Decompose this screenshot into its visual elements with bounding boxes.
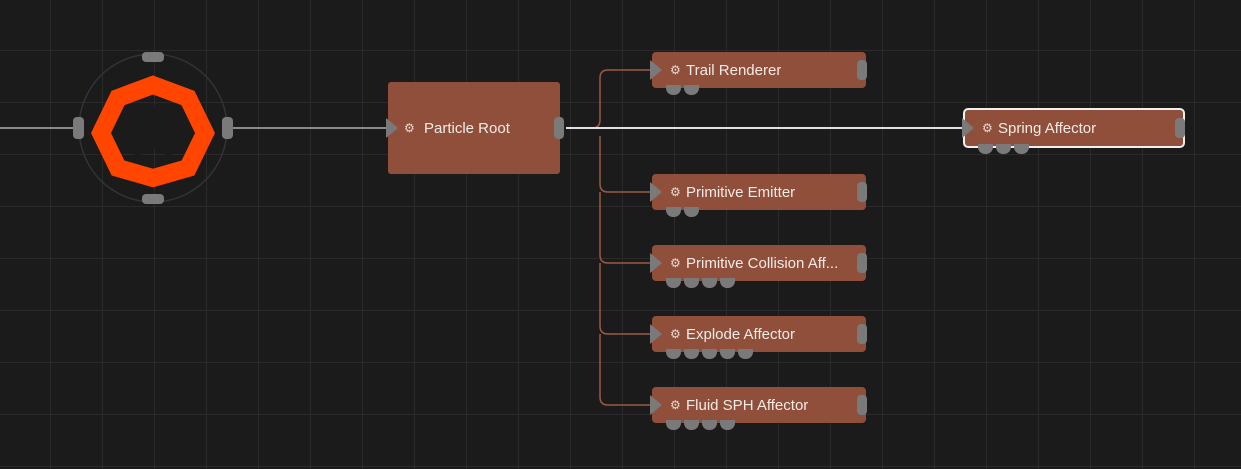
root-output-port[interactable] <box>554 117 564 139</box>
primitive-collision-node[interactable]: ⚙ Primitive Collision Aff... <box>650 245 867 288</box>
explode-affector-node[interactable]: ⚙ Explode Affector <box>650 316 867 359</box>
output-port[interactable] <box>857 253 867 273</box>
slot[interactable] <box>684 420 699 430</box>
logo-handle-bottom[interactable] <box>142 194 164 204</box>
input-port[interactable] <box>650 182 662 202</box>
node-label: Primitive Emitter <box>686 183 796 201</box>
logo-handle-left[interactable] <box>73 117 84 139</box>
slot[interactable] <box>978 144 993 154</box>
slot[interactable] <box>684 349 699 359</box>
gear-icon: ⚙ <box>404 121 415 135</box>
input-port[interactable] <box>650 60 662 80</box>
slot[interactable] <box>1014 144 1029 154</box>
slot[interactable] <box>666 420 681 430</box>
node-label: Spring Affector <box>998 119 1097 137</box>
slot[interactable] <box>684 278 699 288</box>
slot[interactable] <box>702 278 717 288</box>
logo-handle-top[interactable] <box>142 52 164 62</box>
slot[interactable] <box>702 420 717 430</box>
source-node[interactable] <box>78 53 228 203</box>
root-input-port[interactable] <box>386 118 398 138</box>
gear-icon: ⚙ <box>982 121 993 135</box>
parameter-slots <box>666 349 753 359</box>
gear-icon: ⚙ <box>670 327 681 341</box>
output-port[interactable] <box>857 182 867 202</box>
slot[interactable] <box>720 349 735 359</box>
particle-root-node[interactable]: ⚙ Particle Root <box>386 82 564 174</box>
node-label: Fluid SPH Affector <box>686 396 809 414</box>
parameter-slots <box>666 420 735 430</box>
wire-root-to-children <box>566 69 650 406</box>
input-port[interactable] <box>650 395 662 415</box>
gear-icon: ⚙ <box>670 185 681 199</box>
input-port[interactable] <box>650 253 662 273</box>
output-port[interactable] <box>857 60 867 80</box>
slot[interactable] <box>666 207 681 217</box>
fluid-sph-affector-node[interactable]: ⚙ Fluid SPH Affector <box>650 387 867 430</box>
parameter-slots <box>666 207 699 217</box>
slot[interactable] <box>666 278 681 288</box>
slot[interactable] <box>684 207 699 217</box>
parameter-slots <box>666 85 699 95</box>
output-port[interactable] <box>857 324 867 344</box>
gear-icon: ⚙ <box>670 63 681 77</box>
slot[interactable] <box>720 278 735 288</box>
slot[interactable] <box>738 349 753 359</box>
logo-handle-right[interactable] <box>222 117 233 139</box>
output-port[interactable] <box>857 395 867 415</box>
input-port[interactable] <box>650 324 662 344</box>
slot[interactable] <box>666 85 681 95</box>
output-port[interactable] <box>1175 118 1185 138</box>
slot[interactable] <box>684 85 699 95</box>
node-label: Particle Root <box>424 119 510 137</box>
slot[interactable] <box>720 420 735 430</box>
slot[interactable] <box>666 349 681 359</box>
gear-icon: ⚙ <box>670 398 681 412</box>
slot[interactable] <box>996 144 1011 154</box>
parameter-slots <box>978 144 1029 154</box>
trail-renderer-node[interactable]: ⚙ Trail Renderer <box>650 52 867 95</box>
input-port[interactable] <box>962 118 974 138</box>
gear-icon: ⚙ <box>670 256 681 270</box>
spring-affector-node[interactable]: ⚙ Spring Affector <box>962 108 1185 154</box>
primitive-emitter-node[interactable]: ⚙ Primitive Emitter <box>650 174 867 217</box>
parameter-slots <box>666 278 735 288</box>
node-label: Explode Affector <box>686 325 795 343</box>
houdini-logo-icon <box>90 75 216 188</box>
slot[interactable] <box>702 349 717 359</box>
node-label: Trail Renderer <box>686 61 782 79</box>
node-label: Primitive Collision Aff... <box>686 254 839 272</box>
